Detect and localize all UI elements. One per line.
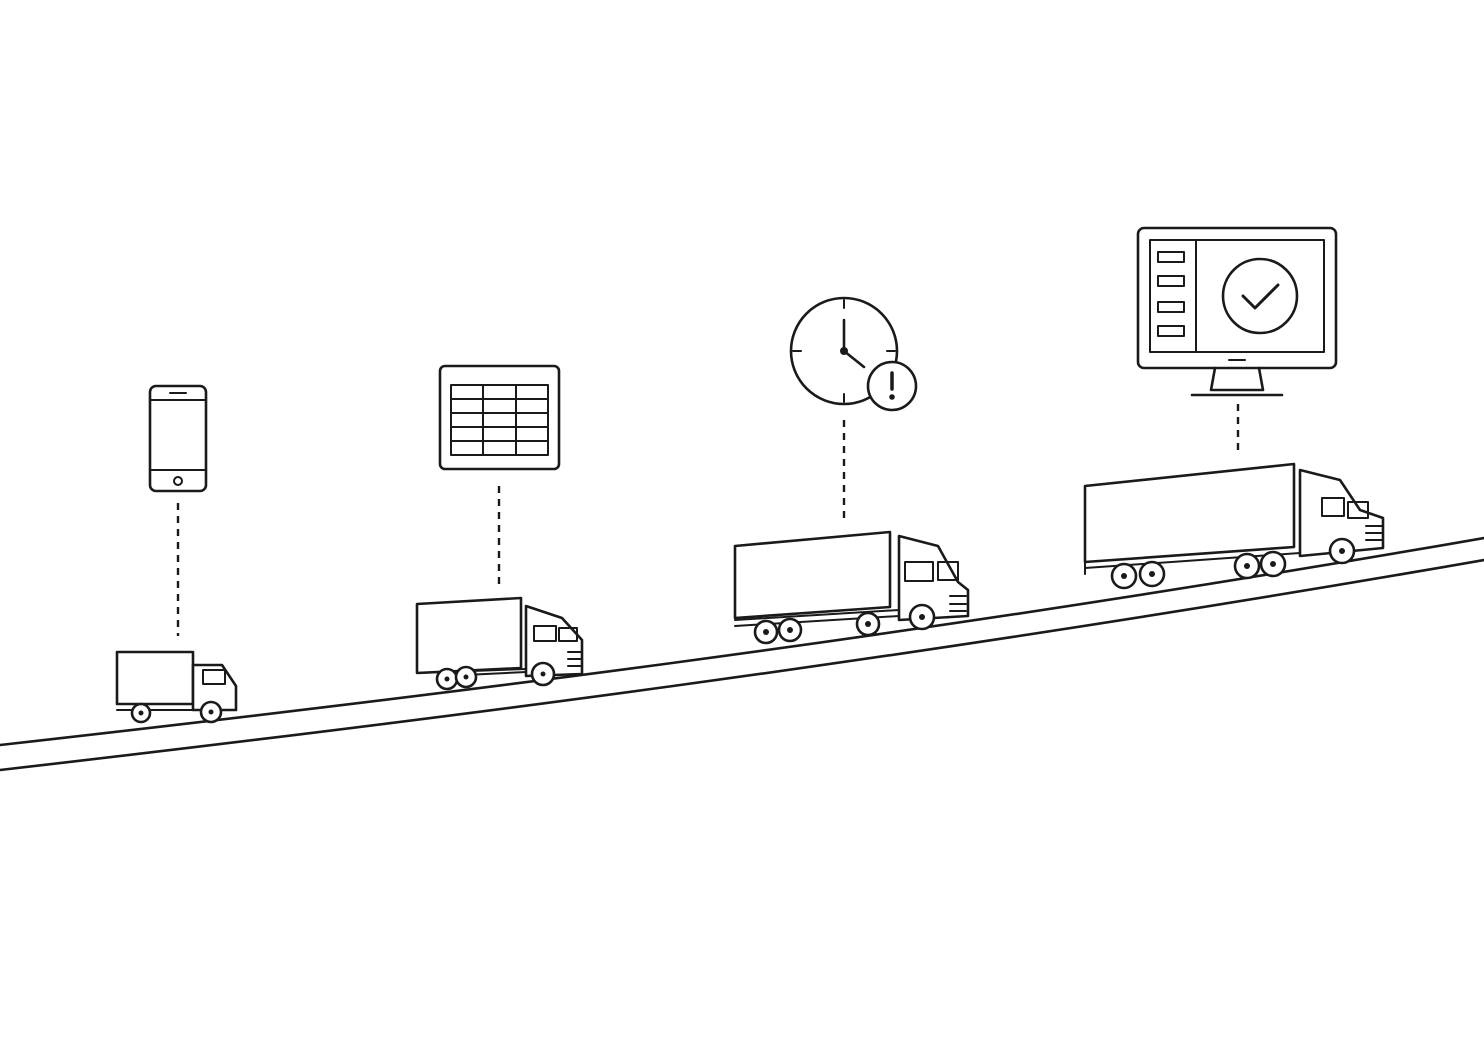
small-box-truck (115, 650, 238, 724)
smartphone-icon (148, 384, 208, 493)
large-box-truck (733, 530, 970, 645)
spreadsheet-grid-icon (438, 364, 561, 471)
stage-3 (733, 296, 970, 645)
checkmark-circle-icon (1221, 257, 1299, 335)
stage-4 (1083, 226, 1385, 590)
alert-badge-icon (866, 360, 918, 412)
road (0, 536, 1484, 772)
clock-alert-icon (789, 296, 918, 412)
stage-2 (415, 364, 584, 691)
medium-box-truck (415, 596, 584, 691)
stage-1 (115, 384, 238, 724)
tractor-trailer (1083, 462, 1385, 590)
monitor-checkmark-icon (1136, 226, 1338, 397)
